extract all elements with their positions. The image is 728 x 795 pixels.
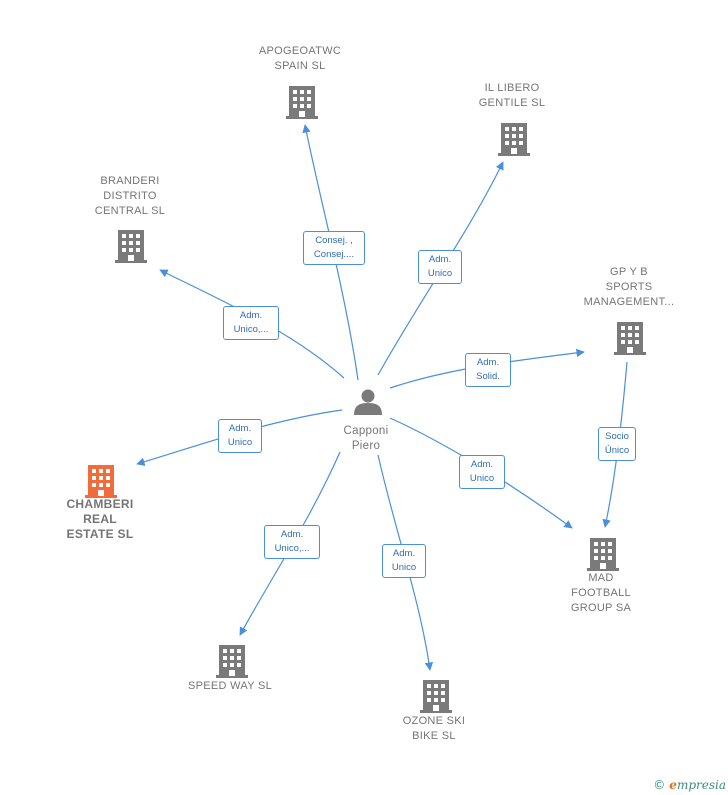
relation-label-il-libero[interactable]: Adm. Unico (418, 250, 462, 284)
building-icon-il-libero[interactable] (498, 123, 530, 156)
company-name-mad-football[interactable]: MAD FOOTBALL GROUP SA (570, 572, 632, 614)
relation-label-chamberi[interactable]: Adm. Unico (218, 419, 262, 453)
relation-label-speed-way[interactable]: Adm. Unico,... (264, 525, 320, 559)
company-name-branderi[interactable]: BRANDERI DISTRITO CENTRAL SL (94, 175, 166, 217)
person-name[interactable]: Capponi Piero (343, 425, 389, 452)
brand-name: mpresia (676, 778, 726, 792)
company-name-ozone-ski[interactable]: OZONE SKI BIKE SL (402, 715, 466, 742)
relation-label-apogeoatwc[interactable]: Consej. , Consej.... (303, 231, 365, 265)
building-icon-apogeoatwc[interactable] (286, 86, 318, 119)
relation-label-ozone-ski[interactable]: Adm. Unico (382, 544, 426, 578)
company-name-gp-y-b[interactable]: GP Y B SPORTS MANAGEMENT... (583, 266, 675, 308)
company-name-apogeoatwc[interactable]: APOGEOATWC SPAIN SL (258, 45, 342, 72)
company-name-speed-way[interactable]: SPEED WAY SL (187, 680, 273, 692)
building-icon-speed-way[interactable] (216, 645, 248, 678)
building-icon-chamberi[interactable] (85, 465, 117, 498)
person-icon[interactable] (354, 389, 382, 416)
building-icon-ozone-ski[interactable] (420, 680, 452, 713)
relation-label-mad-football[interactable]: Adm. Unico (459, 455, 505, 489)
brand-first-letter: e (669, 778, 677, 792)
company-name-il-libero[interactable]: IL LIBERO GENTILE SL (478, 82, 546, 109)
copyright-symbol: © (653, 778, 666, 792)
empresia-brand[interactable]: ©empresia (653, 778, 726, 792)
building-icon-branderi[interactable] (115, 230, 147, 263)
relation-label-branderi[interactable]: Adm. Unico,... (223, 306, 279, 340)
company-name-chamberi[interactable]: CHAMBERI REAL ESTATE SL (66, 497, 134, 541)
relation-label-gp-y-b[interactable]: Adm. Solid. (465, 353, 511, 387)
building-icon-mad-football[interactable] (587, 538, 619, 571)
building-icon-gp-y-b[interactable] (614, 322, 646, 355)
relation-label-gp-y-b-to-mad-football[interactable]: Socio Único (598, 427, 636, 461)
